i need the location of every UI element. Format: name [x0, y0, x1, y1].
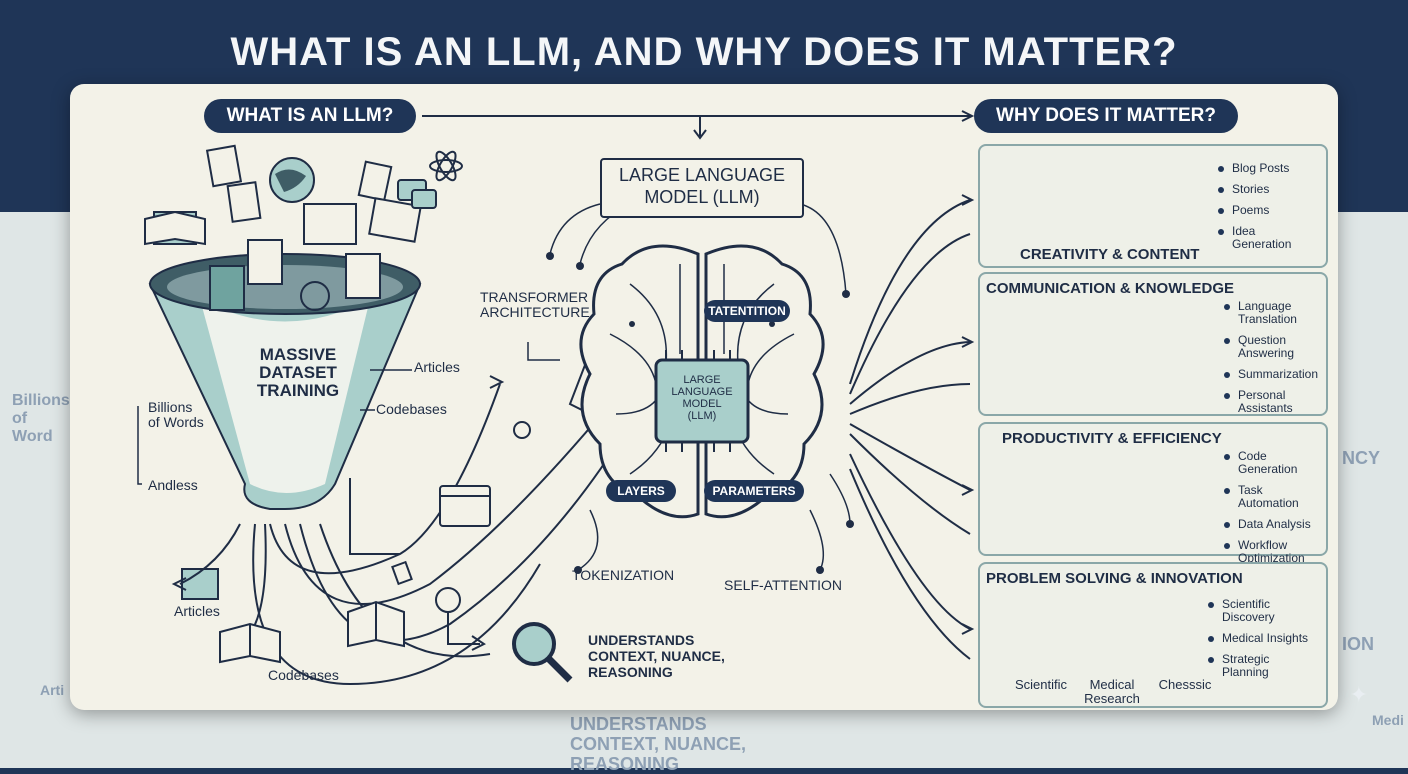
transformer-line1: TRANSFORMER — [480, 289, 589, 305]
panel-productivity-title: PRODUCTIVITY & EFFICIENCY — [1002, 430, 1222, 447]
chip-line2: LANGUAGE — [671, 386, 733, 398]
list-item: Data Analysis — [1224, 518, 1324, 531]
codebases-bottom-label: Codebases — [268, 667, 339, 683]
billions-line1: Billions — [148, 399, 193, 415]
ghost-arti: Arti — [40, 682, 65, 698]
funnel-line3: TRAINING — [256, 381, 340, 400]
chip-line4: (LLM) — [687, 410, 717, 422]
list-item: Strategic Planning — [1208, 653, 1286, 679]
andless-label: Andless — [148, 477, 198, 493]
why-matter-header: WHY DOES IT MATTER? — [974, 99, 1238, 133]
articles-label: Articles — [414, 359, 460, 375]
list-item: Summarization — [1224, 368, 1324, 381]
list-item: Code Generation — [1224, 450, 1324, 476]
understands-line3: REASONING — [588, 664, 673, 680]
communication-list: Language Translation Question Answering … — [1224, 300, 1324, 423]
chip-line1: LARGE — [683, 374, 721, 386]
list-item: Idea Generation — [1218, 225, 1302, 251]
self-attention-label: SELF-ATTENTION — [724, 577, 842, 593]
ghost-understands: UNDERSTANDS CONTEXT, NUANCE, REASONING — [570, 714, 747, 774]
llm-title-line2: MODEL (LLM) — [644, 187, 760, 207]
ghost-ncy: NCY — [1342, 448, 1381, 468]
ghost-billions: Billions of Word — [12, 392, 70, 445]
billions-line2: of Words — [148, 414, 204, 430]
list-item: Poems — [1218, 204, 1322, 217]
billions-label: Billions of Words — [148, 400, 228, 430]
page-title: WHAT IS AN LLM, AND WHY DOES IT MATTER? — [230, 30, 1178, 74]
list-item: Language Translation — [1224, 300, 1324, 326]
list-item: Personal Assistants — [1224, 389, 1324, 415]
document-icons — [144, 144, 422, 600]
sparkle-icon: ✦ — [1349, 682, 1368, 707]
funnel-icon — [148, 239, 422, 510]
understands-label: UNDERSTANDS CONTEXT, NUANCE, REASONING — [588, 632, 768, 680]
what-is-llm-header: WHAT IS AN LLM? — [204, 99, 416, 133]
panel-productivity: PRODUCTIVITY & EFFICIENCY Code Generatio… — [978, 422, 1328, 565]
funnel-line1: MASSIVE — [259, 345, 337, 364]
chip-line3: MODEL — [682, 398, 722, 410]
parameters-label: PARAMETERS — [704, 480, 804, 502]
layers-label: LAYERS — [606, 480, 676, 502]
panel-problem-solving: PROBLEM SOLVING & INNOVATION Scientific … — [978, 562, 1328, 708]
list-item: Blog Posts — [1218, 162, 1322, 175]
ghost-ion: ION — [1342, 634, 1375, 654]
list-item: Stories — [1218, 183, 1322, 196]
caption-medical-research: Medical Research — [1084, 677, 1140, 706]
caption-scientific: Scientific — [1014, 677, 1068, 692]
ghost-medi: Medi — [1372, 712, 1404, 728]
llm-title-line1: LARGE LANGUAGE — [618, 165, 786, 185]
funnel-label: MASSIVE DATASET TRAINING — [248, 346, 348, 400]
panel-communication: COMMUNICATION & KNOWLEDGE Language Trans… — [978, 272, 1328, 416]
transformer-line2: ARCHITECTURE — [480, 304, 590, 320]
infographic-card: WHAT IS AN LLM? WHY DOES IT MATTER? LARG… — [70, 84, 1338, 710]
list-item: Task Automation — [1224, 484, 1324, 510]
panel-problem-solving-title: PROBLEM SOLVING & INNOVATION — [986, 570, 1243, 587]
list-item: Workflow Optimization — [1224, 539, 1324, 565]
llm-title-box: LARGE LANGUAGE MODEL (LLM) — [600, 158, 804, 218]
productivity-list: Code Generation Task Automation Data Ana… — [1224, 450, 1324, 573]
codebases-label: Codebases — [376, 401, 447, 417]
panel-creativity: CREATIVITY & CONTENT Blog Posts Stories … — [978, 144, 1328, 268]
understands-line1: UNDERSTANDS — [588, 632, 695, 648]
attention-label: TATENTITION — [704, 300, 790, 322]
atom-icon-small — [429, 150, 463, 182]
tokenization-label: TOKENIZATION — [572, 567, 675, 583]
caption-chess: Chesssic — [1158, 677, 1212, 692]
creativity-list: Blog Posts Stories Poems Idea Generation — [1218, 162, 1322, 259]
funnel-line2: DATASET — [259, 363, 337, 382]
problem-solving-list: Scientific Discovery Medical Insights St… — [1208, 598, 1320, 687]
articles-bottom-label: Articles — [174, 603, 220, 619]
list-item: Question Answering — [1224, 334, 1324, 360]
transformer-label: TRANSFORMER ARCHITECTURE — [480, 290, 600, 320]
understands-line2: CONTEXT, NUANCE, — [588, 648, 725, 664]
list-item: Medical Insights — [1208, 632, 1320, 645]
panel-creativity-title: CREATIVITY & CONTENT — [1020, 246, 1200, 263]
list-item: Scientific Discovery — [1208, 598, 1286, 624]
llm-chip: LARGE LANGUAGE MODEL (LLM) — [658, 374, 746, 422]
book-icons — [219, 600, 405, 664]
panel-communication-title: COMMUNICATION & KNOWLEDGE — [986, 280, 1235, 297]
